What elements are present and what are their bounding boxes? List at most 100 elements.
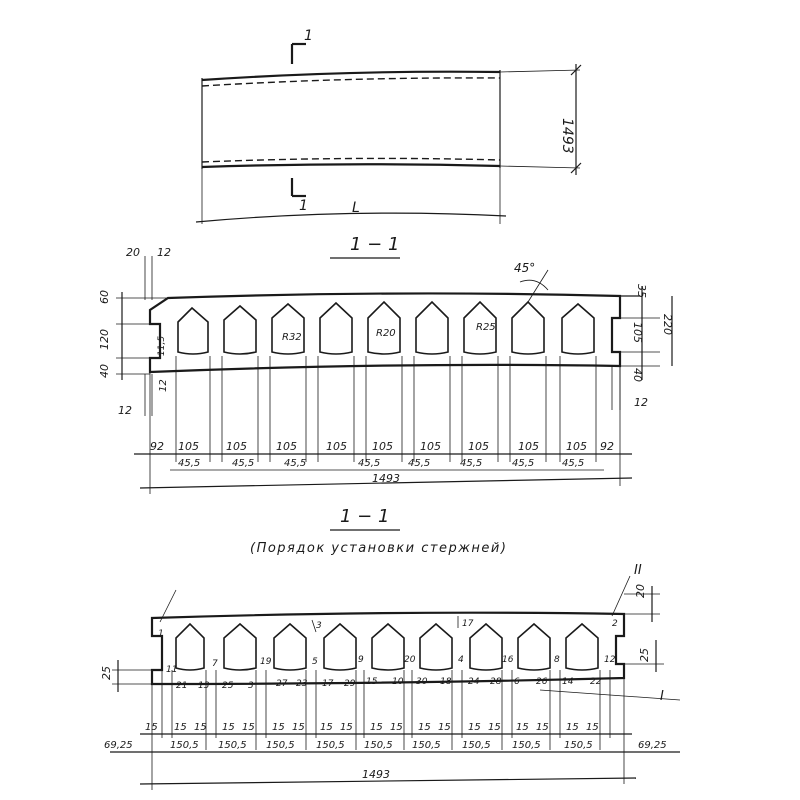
section2-leaders	[151, 670, 625, 750]
right-total-220: 220	[661, 314, 674, 335]
bar-24: 24	[468, 677, 480, 687]
void2-2	[223, 622, 257, 671]
left-dim-120: 120	[98, 329, 111, 350]
bar-25: 25	[222, 681, 234, 691]
tl-dim-12: 12	[157, 246, 171, 259]
section-cut-label-top: 1	[304, 28, 313, 44]
bar-9: 9	[358, 655, 364, 665]
mark-II: II	[634, 563, 642, 578]
bar-27: 27	[276, 679, 288, 689]
bar-7: 7	[212, 659, 218, 669]
s2-15-2: 15	[194, 722, 207, 733]
s2-15-7: 15	[320, 722, 333, 733]
s2-sp-7: 150,5	[462, 740, 491, 751]
s1-rib-4: 45,5	[408, 458, 430, 469]
s1-sp-1: 105	[178, 440, 199, 453]
void2-7	[469, 622, 503, 671]
s1-sp-9: 105	[566, 440, 587, 453]
radius-label-3: R25	[476, 322, 496, 333]
tl-dim-20: 20	[126, 246, 140, 259]
plan-ext-bottom	[499, 165, 581, 169]
section2-total: 1493	[362, 768, 390, 781]
s2-sp-5: 150,5	[364, 740, 393, 751]
angle-label: 45°	[514, 261, 535, 275]
top-mark-3: 3	[316, 621, 322, 631]
s2-sp-3: 150,5	[266, 740, 295, 751]
void-2	[223, 304, 257, 355]
void2-1	[175, 622, 205, 671]
section-1-1: 1 − 1 R32 R20 R25 45° 20 12	[98, 234, 674, 494]
bar-14: 14	[562, 677, 574, 687]
s1-sp-7: 105	[468, 440, 489, 453]
section1-total: 1493	[372, 472, 400, 485]
s2-sp-4: 150,5	[316, 740, 345, 751]
bar-30: 30	[416, 677, 428, 687]
bar-15: 15	[366, 677, 378, 687]
plan-bottom-edge	[201, 163, 501, 169]
s2-sp-0: 69,25	[104, 740, 133, 751]
bar-5: 5	[312, 657, 318, 667]
s2-15-11: 15	[418, 722, 431, 733]
s2-15-5: 15	[272, 722, 285, 733]
plan-view: 1493 L 1 1	[195, 28, 582, 224]
bar-19: 19	[260, 657, 272, 667]
bar-21: 21	[176, 681, 187, 691]
s2-15-13: 15	[468, 722, 481, 733]
plan-top-rebar	[201, 77, 501, 87]
bar-28: 28	[490, 677, 502, 687]
s2-sp-8: 150,5	[512, 740, 541, 751]
bar-29: 29	[344, 679, 356, 689]
s1-rib-7: 45,5	[562, 458, 584, 469]
section2-fifteen-labels: 15 15 15 15 15 15 15 15 15 15 15 15 15 1…	[145, 722, 599, 733]
s2-15-12: 15	[438, 722, 451, 733]
left-dim-25: 25	[100, 666, 113, 680]
void-9	[561, 302, 595, 355]
bar-12: 12	[604, 655, 616, 665]
plan-top-edge	[201, 70, 501, 82]
radius-label-2: R20	[376, 328, 396, 339]
s2-sp-10: 69,25	[638, 740, 667, 751]
s1-sp-2: 105	[226, 440, 247, 453]
bar-20: 20	[404, 655, 416, 665]
bar-26: 26	[536, 677, 548, 687]
s2-15-6: 15	[292, 722, 305, 733]
bar-16: 16	[502, 655, 514, 665]
s2-sp-1: 150,5	[170, 740, 199, 751]
section1-title: 1 − 1	[350, 234, 399, 255]
section2-subtitle: (Порядок установки стержней)	[250, 541, 507, 556]
void2-4	[323, 622, 357, 671]
plan-length-label: L	[352, 200, 360, 216]
s2-15-17: 15	[566, 722, 579, 733]
right-dim-20: 20	[634, 584, 647, 598]
void-4	[319, 301, 353, 355]
plan-width-label: 1493	[559, 118, 575, 154]
s2-15-15: 15	[516, 722, 529, 733]
s2-15-0: 15	[145, 722, 158, 733]
bar-22: 22	[590, 677, 602, 687]
s2-sp-6: 150,5	[412, 740, 441, 751]
bar-23: 23	[296, 679, 308, 689]
void2-3	[273, 622, 307, 671]
left-dim-60: 60	[98, 290, 111, 304]
s2-15-8: 15	[340, 722, 353, 733]
radius-label-1: R32	[282, 332, 302, 343]
s1-rib-1: 45,5	[232, 458, 254, 469]
void-7	[463, 300, 497, 355]
section1-ext-lines	[149, 356, 621, 462]
section1-voids	[177, 300, 595, 355]
left-dim-40: 40	[98, 364, 111, 378]
bar-10: 10	[392, 677, 404, 687]
plan-bottom-rebar	[201, 157, 501, 163]
top-mark-17: 17	[462, 619, 474, 629]
section-cut-label-bottom: 1	[299, 198, 308, 214]
mark-I: I	[660, 689, 664, 704]
s2-15-9: 15	[370, 722, 383, 733]
right-bottom-12: 12	[634, 396, 648, 409]
s2-15-3: 15	[222, 722, 235, 733]
s2-15-14: 15	[488, 722, 501, 733]
void-1	[177, 306, 209, 355]
right-dim-105: 105	[631, 322, 644, 343]
s1-rib-2: 45,5	[284, 458, 306, 469]
s2-15-4: 15	[242, 722, 255, 733]
